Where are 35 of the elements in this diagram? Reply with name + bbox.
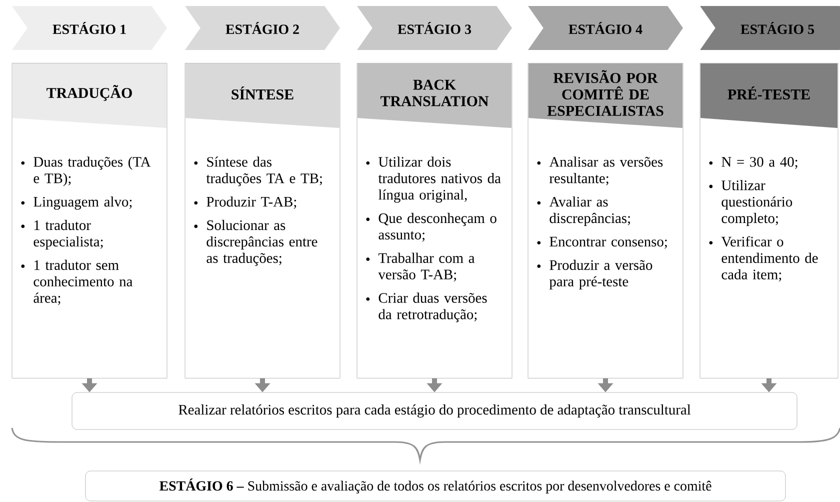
bullet-item: 1 tradutor sem conhecimento na área; [21, 260, 132, 305]
stage-banner: ESTÁGIO 5 [700, 6, 840, 50]
stage-heading: PRÉ-TESTE [728, 86, 810, 100]
bullet-item: Duas traduções (TA e TB); [21, 156, 151, 186]
bullet-item: Verificar o entendimento de cada item; [709, 236, 818, 282]
bullet-item: Trabalhar com a versão T-AB; [366, 252, 475, 282]
stage-banner: ESTÁGIO 2 [185, 6, 340, 50]
bullet-item: Linguagem alvo; [21, 196, 132, 210]
bullet-item: Criar duas versões da retrotradução; [366, 292, 487, 322]
stage-banner: ESTÁGIO 4 [528, 6, 683, 50]
stage-card [12, 63, 168, 378]
stage-banner: ESTÁGIO 1 [12, 6, 167, 50]
stage-banner: ESTÁGIO 3 [357, 6, 512, 50]
stage-box: ESTÁGIO 6 – Submissão e avaliação de todos os relatórios escritos por desenvolvedores e comitê [85, 470, 786, 502]
bullet-item: Utilizar dois tradutores nativos da língua original, [366, 156, 501, 203]
bullet-item: Avaliar as discrepâncias; [537, 196, 630, 226]
stage-card [528, 63, 684, 378]
bullet-item: Produzir T-AB; [194, 196, 296, 209]
stage-card [184, 63, 340, 378]
bullet-item: Analisar as versões resultante; [537, 156, 663, 186]
bullet-item: Síntese das traduções TA e TB; [194, 156, 322, 186]
bullet-item: 1 tradutor especialista; [21, 220, 103, 250]
bullet-item: Utilizar questionário completo; [709, 180, 792, 226]
stage-heading: REVISÃO POR COMITÊ DE ESPECIALISTAS [547, 70, 664, 116]
stage-heading: BACK TRANSLATION [380, 80, 489, 106]
bullet-item: Encontrar consenso; [537, 236, 667, 249]
stage-card [700, 63, 838, 378]
report-box: Realizar relatórios escritos para cada estágio do procedimento de adaptação transcultural [72, 392, 798, 430]
bullet-item: Solucionar as discrepâncias entre as traduções; [194, 220, 318, 266]
bullet-item: Produzir a versão para pré-teste [537, 260, 652, 290]
bullet-item: N = 30 a 40; [709, 157, 798, 169]
stage-card [356, 63, 512, 378]
stage-heading: TRADUÇÃO [46, 85, 132, 101]
stage-heading: SÍNTESE [232, 86, 294, 100]
bullet-item: Que desconheçam o assunto; [366, 212, 496, 242]
